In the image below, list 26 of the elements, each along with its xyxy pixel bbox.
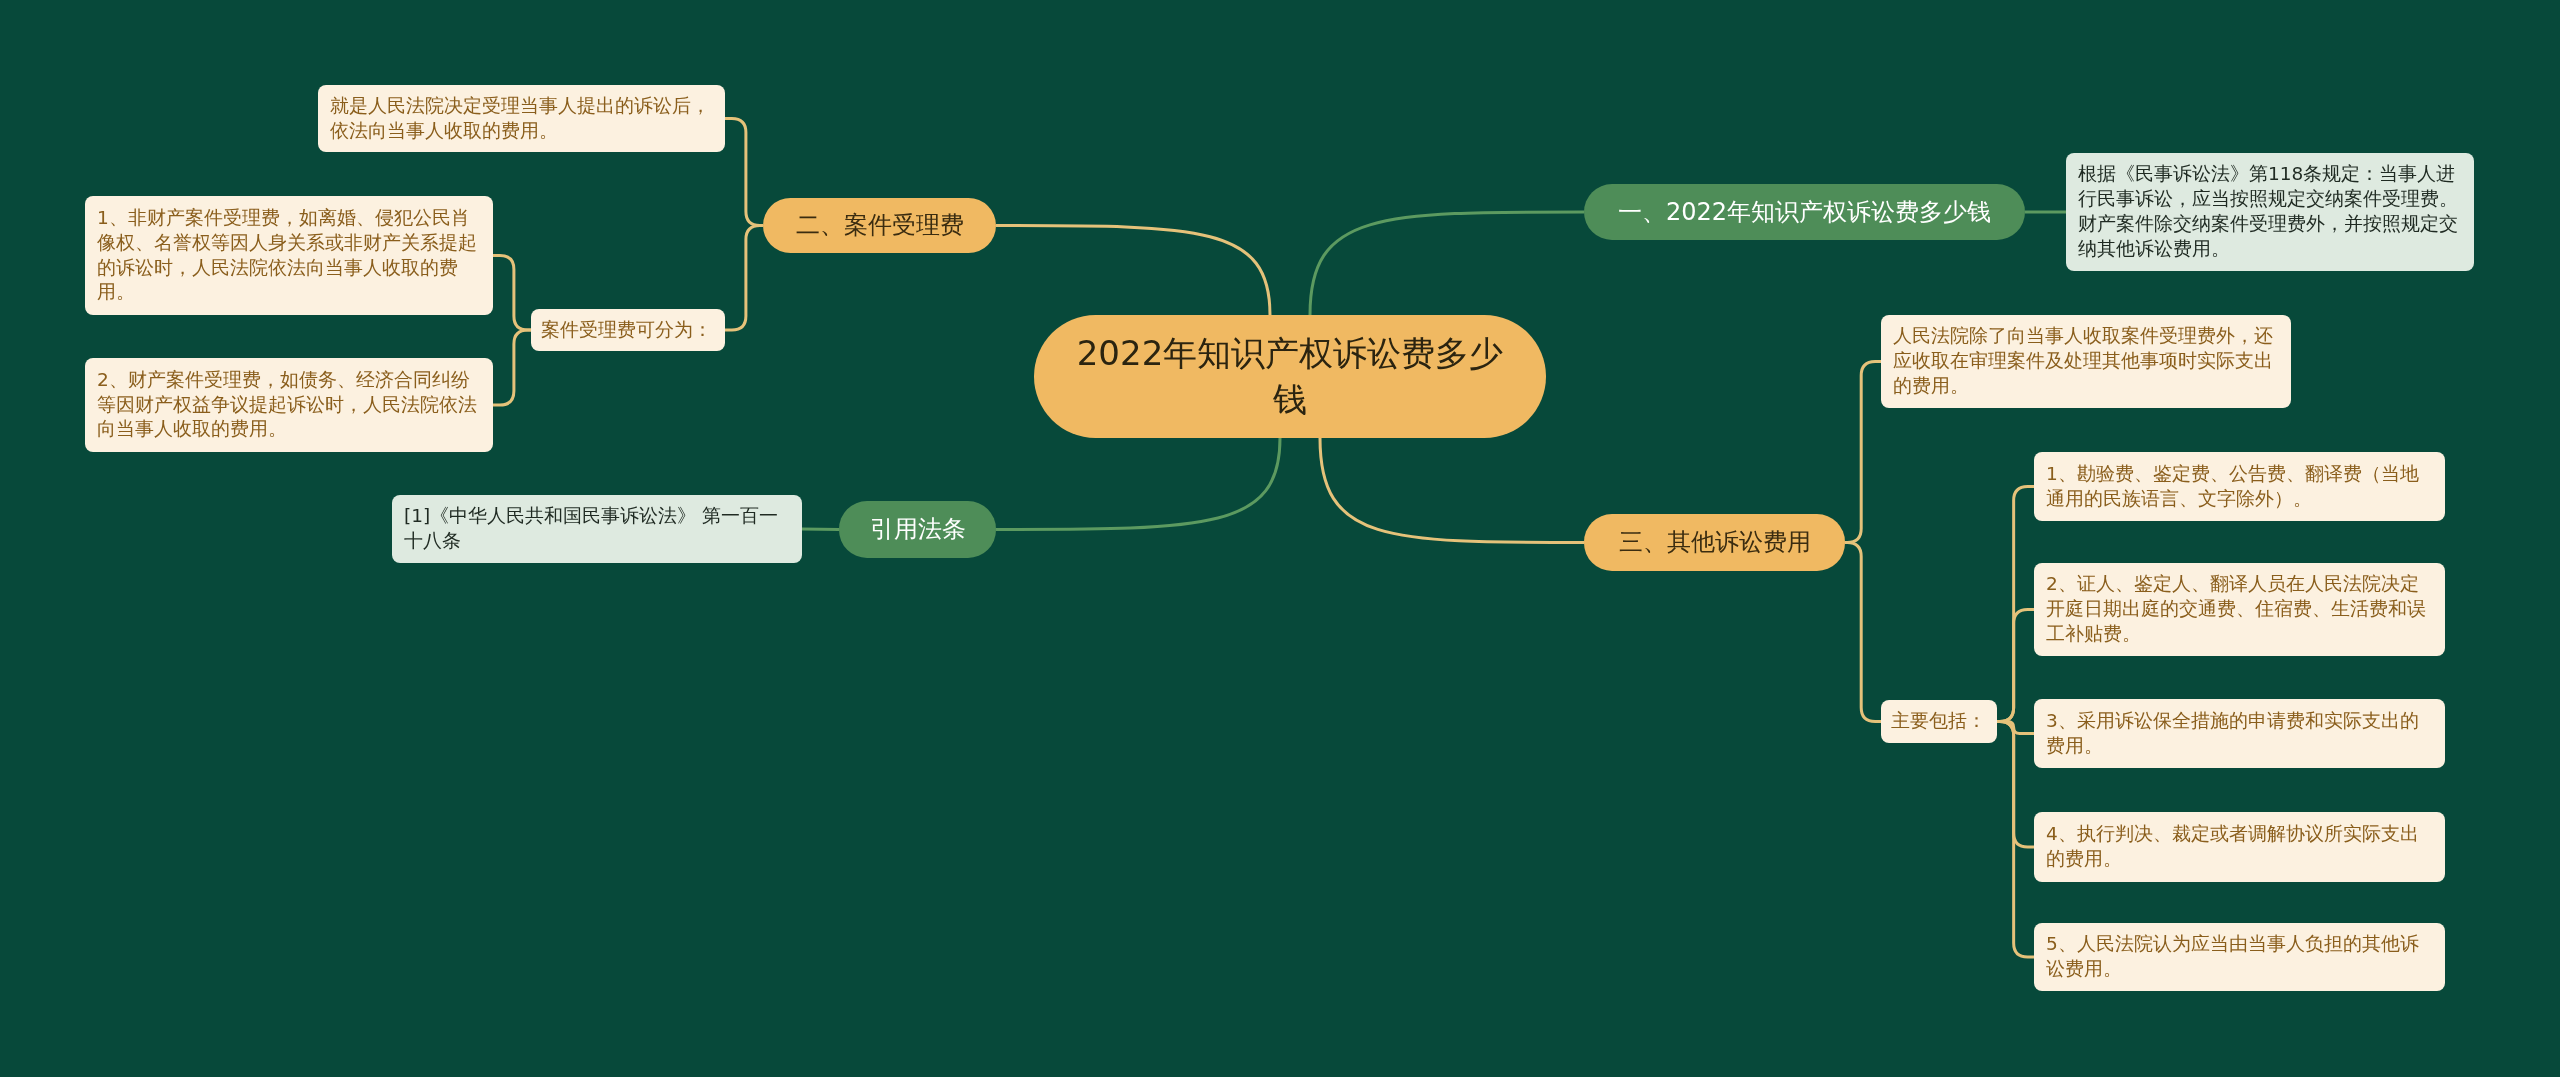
note-box: 3、采用诉讼保全措施的申请费和实际支出的费用。 xyxy=(2034,699,2445,768)
note-box: 就是人民法院决定受理当事人提出的诉讼后，依法向当事人收取的费用。 xyxy=(318,85,725,152)
note-box: 2、证人、鉴定人、翻译人员在人民法院决定开庭日期出庭的交通费、住宿费、生活费和误工补贴费。 xyxy=(2034,563,2445,656)
note-box: 根据《民事诉讼法》第118条规定：当事人进行民事诉讼，应当按照规定交纳案件受理费。财产案件除交纳案件受理费外，并按照规定交纳其他诉讼费用。 xyxy=(2066,153,2474,271)
connector-line xyxy=(1845,541,1881,723)
connector-line xyxy=(1318,437,1584,544)
branch-topic: 一、2022年知识产权诉讼费多少钱 xyxy=(1584,184,2025,240)
note-box: 人民法院除了向当事人收取案件受理费外，还应收取在审理案件及处理其他事项时实际支出的费用。 xyxy=(1881,315,2291,408)
connector-line xyxy=(1308,210,1584,316)
subtopic-box: 主要包括： xyxy=(1881,700,1997,743)
branch-topic: 三、其他诉讼费用 xyxy=(1584,514,1845,571)
note-box: 5、人民法院认为应当由当事人负担的其他诉讼费用。 xyxy=(2034,923,2445,991)
note-box: [1]《中华人民共和国民事诉讼法》 第一百一十八条 xyxy=(392,495,802,563)
connector-line xyxy=(996,437,1282,531)
note-box: 4、执行判决、裁定或者调解协议所实际支出的费用。 xyxy=(2034,812,2445,882)
connector-line xyxy=(2025,210,2066,214)
connector-line xyxy=(996,224,1272,316)
note-box: 2、财产案件受理费，如债务、经济合同纠纷等因财产权益争议提起诉讼时，人民法院依法向当事人收取的费用。 xyxy=(85,358,493,452)
branch-topic: 二、案件受理费 xyxy=(763,198,996,253)
connector-line xyxy=(1997,720,2034,959)
subtopic-box: 案件受理费可分为： xyxy=(531,309,725,351)
branch-topic: 引用法条 xyxy=(839,501,996,558)
connector-line xyxy=(801,527,840,531)
note-box: 1、勘验费、鉴定费、公告费、翻译费（当地通用的民族语言、文字除外）。 xyxy=(2034,452,2445,521)
central-topic: 2022年知识产权诉讼费多少钱 xyxy=(1034,315,1546,438)
note-box: 1、非财产案件受理费，如离婚、侵犯公民肖像权、名誉权等因人身关系或非财产关系提起的诉讼时，人民法院依法向当事人收取的费用。 xyxy=(85,196,493,315)
